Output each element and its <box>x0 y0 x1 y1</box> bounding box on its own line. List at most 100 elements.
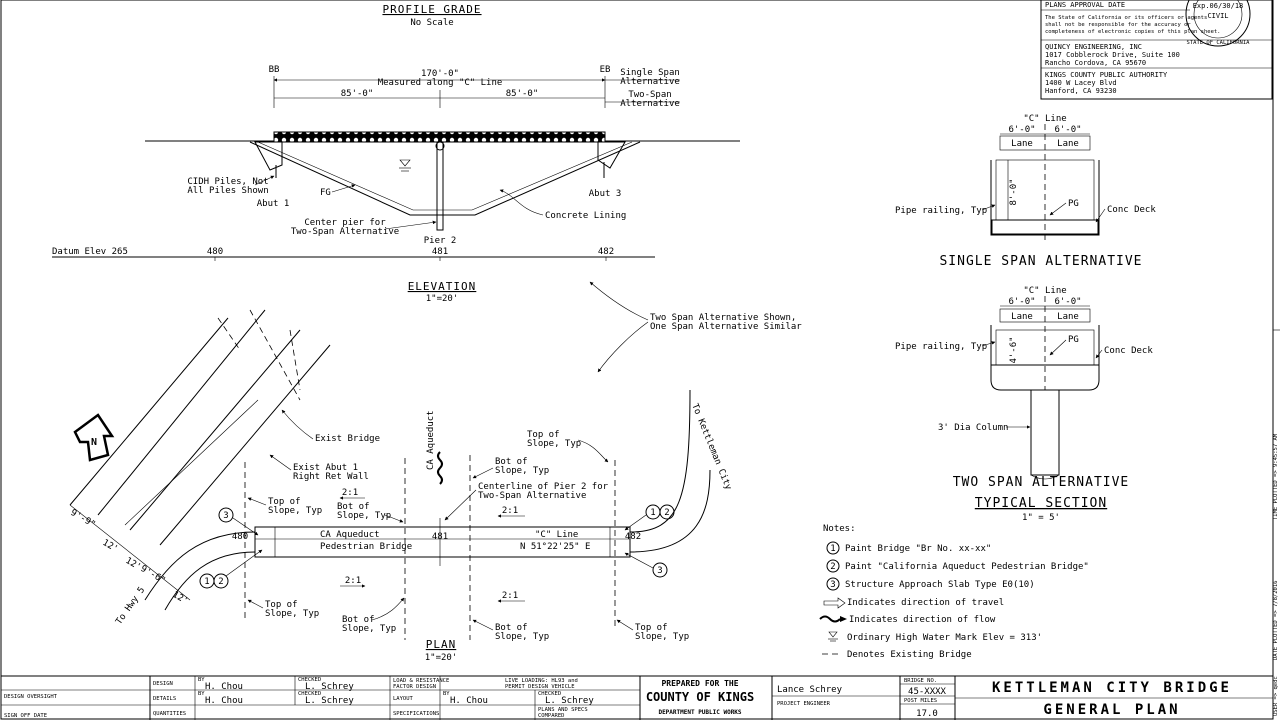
ts-dim-left: 6'-0" <box>1008 297 1035 307</box>
design-label: DESIGN <box>153 681 173 687</box>
single-span-section: "C" Line 6'-0" 6'-0" Lane Lane 8'-0" Pip… <box>895 114 1156 269</box>
note-travel: Indicates direction of travel <box>847 598 1004 608</box>
two-span-label: Two-Span <box>628 90 671 100</box>
note-1-marker: 1 <box>830 544 835 554</box>
dept-name: DEPARTMENT PUBLIC WORKS <box>658 709 741 716</box>
notes-heading: Notes: <box>823 524 856 534</box>
detailer-name: H. Chou <box>205 696 243 706</box>
bridge-no: 45-XXXX <box>908 687 947 697</box>
single-span-alt-label: Alternative <box>620 77 680 87</box>
two-span-note-2: One Span Alternative Similar <box>650 322 802 332</box>
center-pier-label-2: Two-Span Alternative <box>291 227 399 237</box>
callout-3-left: 3 <box>218 507 259 536</box>
layout-by-name: H. Chou <box>450 696 488 706</box>
center-pier-label-1: Center pier for <box>304 218 386 228</box>
ts-pipe-railing: Pipe railing, Typ <box>895 342 987 352</box>
elevation-title: ELEVATION <box>408 280 477 293</box>
callout-3-right: 3 <box>624 552 668 578</box>
user-label: USER => qedc <box>1273 676 1279 716</box>
seal-state: STATE OF CALIFORNIA <box>1187 40 1251 46</box>
slope-ratio-d: 2:1 <box>502 591 518 601</box>
layout-label: LAYOUT <box>393 696 414 702</box>
top-slope-label-d1: Top of <box>635 623 668 633</box>
details-checked-label: CHECKED <box>298 691 321 697</box>
ts-pg: PG <box>1068 335 1079 345</box>
details-label: DETAILS <box>153 696 176 702</box>
layout-checked-label: CHECKED <box>538 691 561 697</box>
plan-scale: 1"=20' <box>425 653 458 663</box>
specifications-label: SPECIFICATIONS <box>393 711 439 717</box>
date-plotted: DATE PLOTTED => 7/8/2016 <box>1273 581 1279 660</box>
flow-arrow-icon <box>819 615 841 623</box>
bridge-name-label-1: CA Aqueduct <box>320 530 380 540</box>
firm-name: QUINCY ENGINEERING, INC <box>1045 43 1142 51</box>
two-span-alt-label: Alternative <box>620 99 680 109</box>
callout-1-left: 1 <box>199 573 215 589</box>
bot-slope-label-b2: Slope, Typ <box>495 466 549 476</box>
travel-arrow-icon <box>823 597 846 609</box>
top-slope-label-a1: Top of <box>268 497 301 507</box>
layout-by-label: BY <box>443 691 450 697</box>
plans-specs-1: PLANS AND SPECS <box>538 707 588 713</box>
ts-dim-right: 6'-0" <box>1054 297 1081 307</box>
checker-name-1: L. Schrey <box>305 682 354 692</box>
disclaimer-3: completeness of electronic copies of thi… <box>1045 29 1221 35</box>
plan-station-482: 482 <box>625 532 641 542</box>
ts-column <box>1030 389 1060 476</box>
center-pier <box>436 141 444 231</box>
ts-c-line: "C" Line <box>1023 286 1066 296</box>
disclaimer-1: The State of California or its officers … <box>1045 15 1207 21</box>
callout-2-right: 2 <box>624 504 675 531</box>
details-by-label: BY <box>198 691 205 697</box>
engineer-role: PROJECT ENGINEER <box>777 701 831 707</box>
plans-specs-2: COMPARED <box>538 713 565 719</box>
ss-dim-left: 6'-0" <box>1008 125 1035 135</box>
seal-expiry: Exp.06/30/18 <box>1193 2 1244 10</box>
ss-lane-left: Lane <box>1011 139 1033 149</box>
approval-block: PLANS APPROVAL DATE The State of Califor… <box>1040 0 1273 100</box>
ss-pipe-railing: Pipe railing, Typ <box>895 206 987 216</box>
top-slope-label-b1: Top of <box>527 430 560 440</box>
pier-2-label: Pier 2 <box>424 236 457 246</box>
svg-text:1: 1 <box>650 508 655 518</box>
county-name: COUNTY OF KINGS <box>646 690 754 704</box>
engineer-seal: Exp.06/30/18 CIVIL STATE OF CALIFORNIA <box>1185 0 1251 47</box>
c-line-label: "C" Line <box>535 530 578 540</box>
cidh-piles-label-1: CIDH Piles, Not <box>187 177 268 187</box>
notes-block: Notes: 1 Paint Bridge "Br No. xx-xx" 2 P… <box>819 524 1089 660</box>
plan-station-480: 480 <box>232 532 248 542</box>
abut-1-label: Abut 1 <box>257 199 290 209</box>
single-span-title: SINGLE SPAN ALTERNATIVE <box>939 254 1142 269</box>
single-span-label: Single Span <box>620 68 680 78</box>
bot-slope-label-b1: Bot of <box>495 457 528 467</box>
exist-bridge-label: Exist Bridge <box>315 434 380 444</box>
bearing-label: N 51°22'25" E <box>520 542 590 552</box>
elev-station-481: 481 <box>432 247 448 257</box>
cidh-piles-label-2: All Piles Shown <box>187 186 268 196</box>
elev-station-482: 482 <box>598 247 614 257</box>
two-span-section: "C" Line 6'-0" 6'-0" Lane Lane 4'-6" Pip… <box>895 286 1153 523</box>
note-hwm: Ordinary High Water Mark Elev = 313' <box>847 633 1042 643</box>
plot-margin: TIME PLOTTED => 9:45:57 AM DATE PLOTTED … <box>1273 329 1280 716</box>
quantities-label: QUANTITIES <box>153 711 186 717</box>
typical-section-title: TYPICAL SECTION <box>975 496 1107 511</box>
ss-c-line: "C" Line <box>1023 114 1066 124</box>
checker-name-2: L. Schrey <box>305 696 354 706</box>
elev-station-480: 480 <box>207 247 223 257</box>
design-checked-label: CHECKED <box>298 677 321 683</box>
title-block: DESIGN OVERSIGHT SIGN OFF DATE DESIGN DE… <box>1 675 1273 720</box>
prepared-for: PREPARED FOR THE <box>661 679 738 688</box>
callout-1-right: 1 <box>645 504 661 520</box>
bot-slope-label-d2: Slope, Typ <box>495 632 549 642</box>
eb-label: EB <box>600 65 611 75</box>
ss-depth-dim: 8'-0" <box>1009 178 1019 205</box>
dim-12-a: 12' <box>101 538 120 555</box>
bb-label: BB <box>269 65 280 75</box>
ss-lane-right: Lane <box>1057 139 1079 149</box>
elevation-view: CIDH Piles, Not All Piles Shown Abut 1 A… <box>52 131 740 304</box>
ss-pg: PG <box>1068 199 1079 209</box>
note-1: Paint Bridge "Br No. xx-xx" <box>845 544 991 554</box>
disclaimer-2: shall not be responsible for the accurac… <box>1045 22 1191 28</box>
